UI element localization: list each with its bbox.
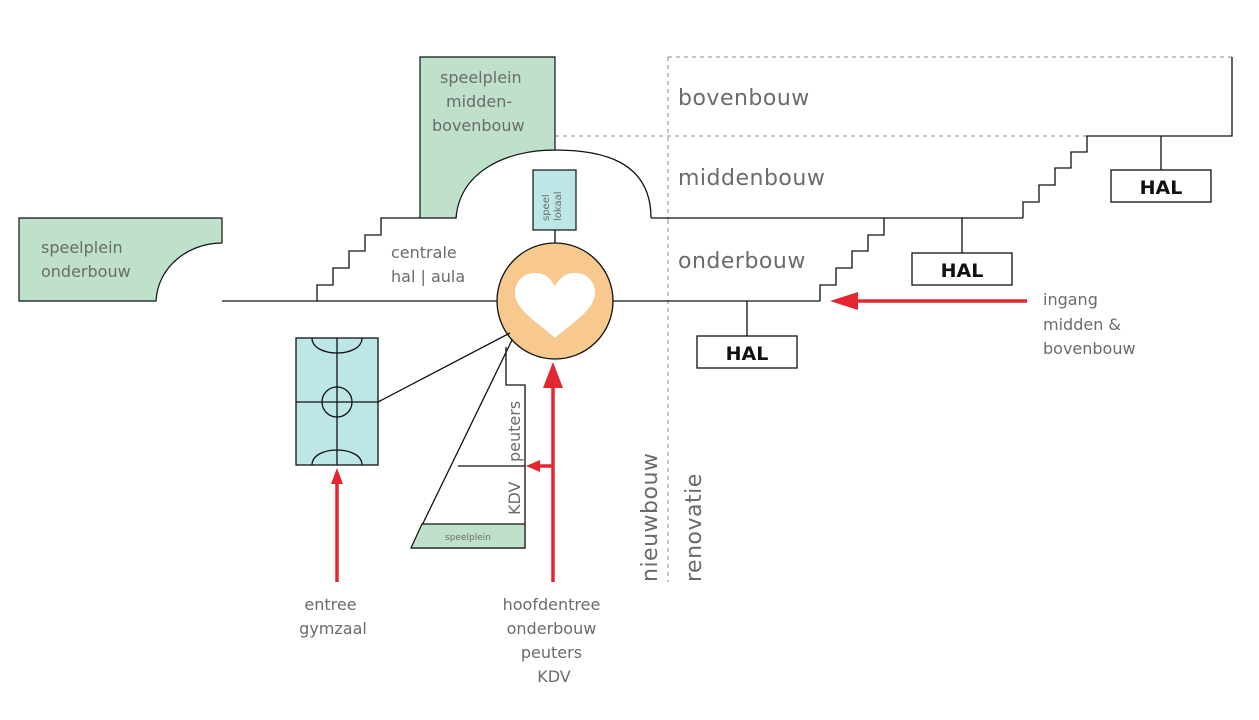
hal-box-middenbouw: HAL bbox=[911, 218, 1013, 286]
ingang-line3: bovenbouw bbox=[1043, 339, 1136, 358]
entree-gymzaal-label: entree gymzaal bbox=[299, 595, 367, 638]
hoofdentree-line3: peuters bbox=[521, 643, 582, 662]
arrow-ingang-midden-bovenbouw bbox=[830, 292, 1027, 310]
speelplein-kdv-label: speelplein bbox=[445, 533, 491, 543]
speellokaal-label: speel lokaal bbox=[541, 191, 564, 221]
hal-label-2: HAL bbox=[941, 260, 984, 282]
ingang-line2: midden & bbox=[1043, 315, 1121, 334]
hal-box-bovenbouw: HAL bbox=[1110, 136, 1212, 203]
kdv-label: KDV bbox=[505, 481, 524, 515]
kdv-peuters-wing: speelplein peuters KDV bbox=[410, 339, 526, 549]
speelplein-onderbouw-label: speelplein onderbouw bbox=[41, 238, 131, 281]
arrow-hoofdentree bbox=[543, 362, 563, 582]
entree-gymzaal-line2: gymzaal bbox=[299, 619, 367, 638]
speelplein-onderbouw-line1: speelplein bbox=[41, 238, 123, 257]
renovatie-label: renovatie bbox=[682, 473, 707, 582]
centrale-hal-line1: centrale bbox=[391, 243, 457, 262]
speellokaal-line1: speel bbox=[541, 194, 552, 221]
nieuwbouw-label: nieuwbouw bbox=[638, 453, 663, 582]
centrale-hal-line2: hal | aula bbox=[391, 267, 465, 286]
entree-gymzaal-line1: entree bbox=[304, 595, 356, 614]
hoofdentree-line1: hoofdentree bbox=[503, 595, 601, 614]
centrale-hal-label: centrale hal | aula bbox=[391, 243, 465, 286]
speelplein-midden-bovenbouw bbox=[419, 56, 556, 219]
hal-label-1: HAL bbox=[726, 343, 769, 365]
speelplein-mb-line3: bovenbouw bbox=[432, 116, 525, 135]
speelplein-mb-line1: speelplein bbox=[440, 68, 522, 87]
peuters-label: peuters bbox=[505, 401, 524, 462]
hal-label-3: HAL bbox=[1140, 177, 1183, 199]
hal-box-onderbouw: HAL bbox=[696, 301, 798, 369]
ingang-line1: ingang bbox=[1043, 290, 1098, 309]
hoofdentree-line4: KDV bbox=[537, 667, 571, 686]
arrow-kdv-peuters bbox=[526, 460, 553, 472]
heart-icon bbox=[515, 273, 595, 338]
speelplein-midden-bovenbouw-label: speelplein midden- bovenbouw bbox=[432, 68, 527, 135]
zone-bovenbouw-label: bovenbouw bbox=[678, 86, 810, 111]
speelplein-onderbouw bbox=[18, 217, 223, 302]
speelplein-kdv bbox=[410, 523, 526, 549]
hoofdentree-label: hoofdentree onderbouw peuters KDV bbox=[503, 595, 606, 686]
speellokaal-line2: lokaal bbox=[553, 191, 564, 221]
speellokaal-box bbox=[532, 169, 577, 231]
ingang-label: ingang midden & bovenbouw bbox=[1043, 290, 1136, 358]
speelplein-onderbouw-line2: onderbouw bbox=[41, 262, 131, 281]
bovenbouw-dashed-outline bbox=[555, 56, 1232, 220]
zone-onderbouw-label: onderbouw bbox=[678, 249, 806, 274]
zone-middenbouw-label: middenbouw bbox=[678, 166, 825, 191]
hoofdentree-line2: onderbouw bbox=[507, 619, 597, 638]
building-outline bbox=[222, 57, 1233, 302]
sports-court-icon bbox=[295, 337, 379, 466]
speelplein-mb-line2: midden- bbox=[446, 92, 512, 111]
arrow-entree-gymzaal bbox=[331, 468, 343, 582]
